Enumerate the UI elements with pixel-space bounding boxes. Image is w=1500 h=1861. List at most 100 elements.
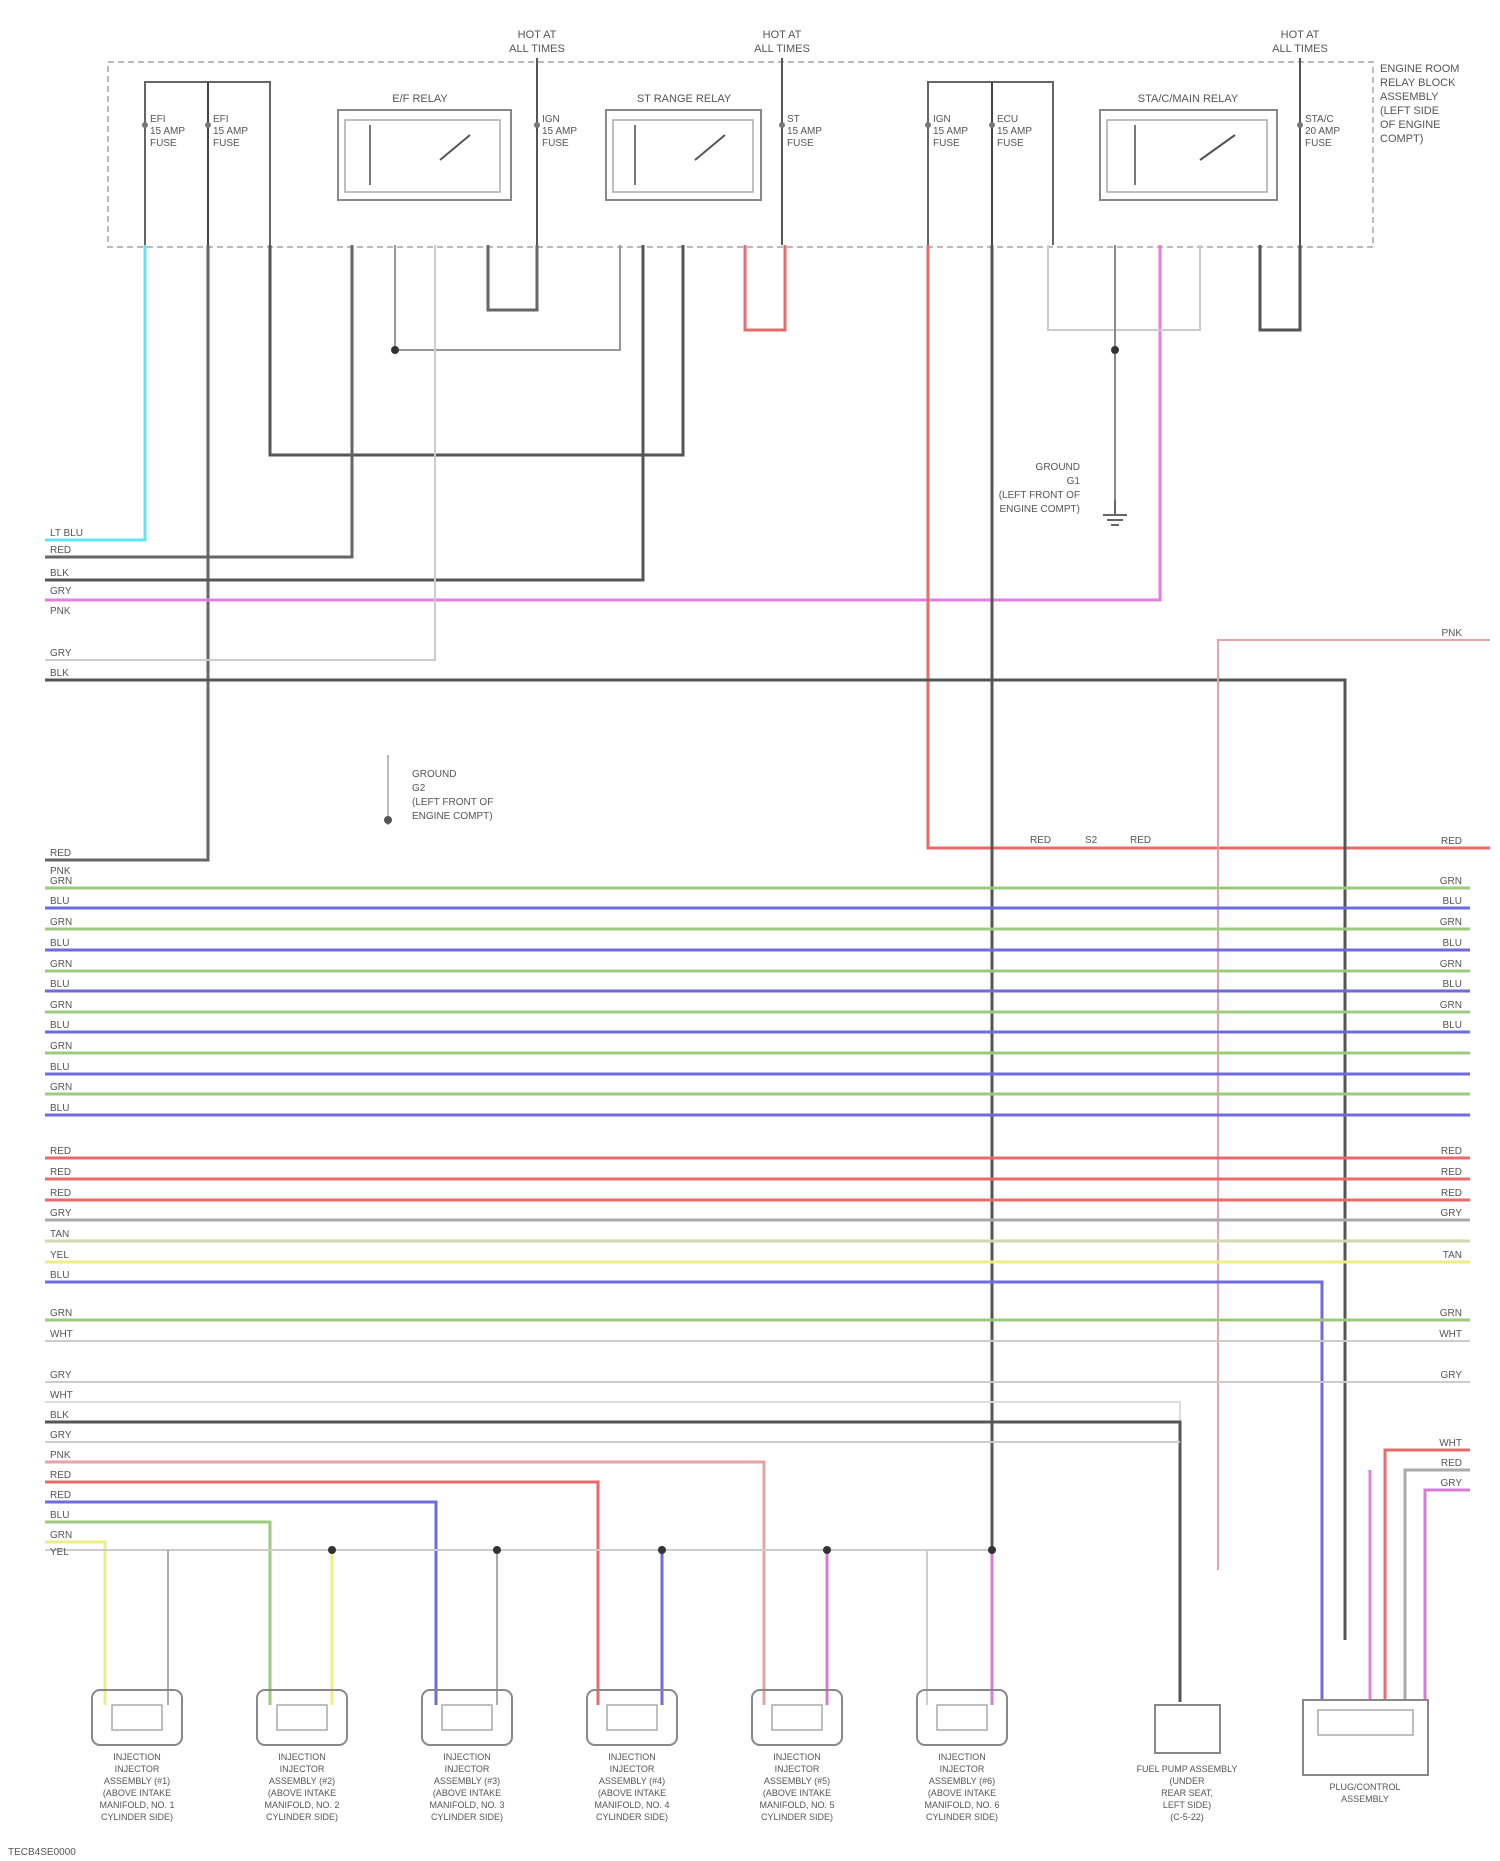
svg-text:BLU: BLU bbox=[1443, 979, 1462, 990]
svg-text:MANIFOLD, NO. 5: MANIFOLD, NO. 5 bbox=[759, 1800, 834, 1810]
relay-st-range: ST RANGE RELAY bbox=[606, 93, 761, 200]
svg-text:G2: G2 bbox=[412, 783, 426, 794]
svg-text:RED: RED bbox=[50, 1167, 71, 1178]
svg-text:MANIFOLD, NO. 4: MANIFOLD, NO. 4 bbox=[594, 1800, 669, 1810]
svg-text:(ABOVE INTAKE: (ABOVE INTAKE bbox=[763, 1788, 831, 1798]
ground-g2: GROUND G2 (LEFT FRONT OF ENGINE COMPT) bbox=[384, 755, 493, 825]
svg-text:FUSE: FUSE bbox=[150, 138, 177, 149]
svg-text:MANIFOLD, NO. 1: MANIFOLD, NO. 1 bbox=[99, 1800, 174, 1810]
svg-text:INJECTION: INJECTION bbox=[608, 1752, 656, 1762]
svg-text:BLU: BLU bbox=[50, 938, 69, 949]
svg-text:GROUND: GROUND bbox=[1036, 462, 1080, 473]
svg-text:ASSEMBLY (#6): ASSEMBLY (#6) bbox=[929, 1776, 995, 1786]
svg-text:FUSE: FUSE bbox=[542, 138, 569, 149]
svg-text:GRN: GRN bbox=[1440, 1000, 1462, 1011]
svg-text:FUEL PUMP ASSEMBLY: FUEL PUMP ASSEMBLY bbox=[1137, 1764, 1238, 1774]
svg-text:RED: RED bbox=[1441, 1458, 1462, 1469]
svg-text:MANIFOLD, NO. 2: MANIFOLD, NO. 2 bbox=[264, 1800, 339, 1810]
svg-text:GRY: GRY bbox=[50, 1208, 72, 1219]
svg-text:MANIFOLD, NO. 6: MANIFOLD, NO. 6 bbox=[924, 1800, 999, 1810]
svg-text:(ABOVE INTAKE: (ABOVE INTAKE bbox=[103, 1788, 171, 1798]
svg-text:15 AMP: 15 AMP bbox=[997, 126, 1032, 137]
svg-text:TAN: TAN bbox=[50, 1229, 69, 1240]
relay-sta-main: STA/C/MAIN RELAY bbox=[1100, 93, 1277, 200]
svg-text:RED: RED bbox=[1441, 1146, 1462, 1157]
svg-text:BLK: BLK bbox=[50, 668, 69, 679]
svg-text:REAR SEAT,: REAR SEAT, bbox=[1161, 1788, 1213, 1798]
svg-text:STA/C: STA/C bbox=[1305, 114, 1334, 125]
svg-text:INJECTOR: INJECTOR bbox=[115, 1764, 160, 1774]
ground-g1: GROUND G1 (LEFT FRONT OF ENGINE COMPT) bbox=[999, 462, 1127, 525]
svg-text:BLU: BLU bbox=[50, 979, 69, 990]
svg-text:GRN: GRN bbox=[50, 1000, 72, 1011]
svg-text:GROUND: GROUND bbox=[412, 769, 456, 780]
svg-text:RELAY BLOCK: RELAY BLOCK bbox=[1380, 77, 1456, 89]
svg-text:FUSE: FUSE bbox=[787, 138, 814, 149]
fuel-pump-assembly: FUEL PUMP ASSEMBLY (UNDER REAR SEAT, LEF… bbox=[1137, 1705, 1238, 1822]
svg-text:GRN: GRN bbox=[1440, 1308, 1462, 1319]
svg-text:MANIFOLD, NO. 3: MANIFOLD, NO. 3 bbox=[429, 1800, 504, 1810]
svg-text:G1: G1 bbox=[1067, 476, 1081, 487]
svg-text:GRY: GRY bbox=[50, 1430, 72, 1441]
svg-text:BLU: BLU bbox=[50, 1103, 69, 1114]
svg-text:INJECTOR: INJECTOR bbox=[775, 1764, 820, 1774]
svg-text:YEL: YEL bbox=[50, 1250, 69, 1261]
svg-text:S2: S2 bbox=[1085, 835, 1098, 846]
svg-text:FUSE: FUSE bbox=[997, 138, 1024, 149]
svg-text:ST: ST bbox=[787, 114, 800, 125]
svg-text:GRN: GRN bbox=[50, 1041, 72, 1052]
svg-text:ASSEMBLY (#2): ASSEMBLY (#2) bbox=[269, 1776, 335, 1786]
left-wire-labels-group3: GRN WHT bbox=[50, 1308, 73, 1340]
svg-text:LT BLU: LT BLU bbox=[50, 528, 83, 539]
svg-text:HOT AT: HOT AT bbox=[1281, 29, 1320, 41]
svg-text:FUSE: FUSE bbox=[1305, 138, 1332, 149]
svg-text:WHT: WHT bbox=[50, 1329, 73, 1340]
svg-text:CYLINDER SIDE): CYLINDER SIDE) bbox=[761, 1812, 833, 1822]
svg-text:OF ENGINE: OF ENGINE bbox=[1380, 119, 1441, 131]
svg-text:(ABOVE INTAKE: (ABOVE INTAKE bbox=[268, 1788, 336, 1798]
svg-text:EFI: EFI bbox=[150, 114, 166, 125]
svg-text:IGN: IGN bbox=[542, 114, 560, 125]
svg-text:LEFT SIDE): LEFT SIDE) bbox=[1163, 1800, 1211, 1810]
svg-text:PLUG/CONTROL: PLUG/CONTROL bbox=[1329, 1782, 1400, 1792]
injector-4: INJECTION INJECTOR ASSEMBLY (#4) (ABOVE … bbox=[587, 1690, 677, 1822]
svg-text:RED: RED bbox=[50, 1490, 71, 1501]
svg-text:BLU: BLU bbox=[50, 896, 69, 907]
svg-text:(ABOVE INTAKE: (ABOVE INTAKE bbox=[433, 1788, 501, 1798]
svg-text:ST RANGE RELAY: ST RANGE RELAY bbox=[637, 93, 732, 105]
svg-text:INJECTOR: INJECTOR bbox=[610, 1764, 655, 1774]
svg-text:WHT: WHT bbox=[1439, 1438, 1462, 1449]
hot-label-2: HOT AT ALL TIMES bbox=[754, 29, 810, 55]
svg-text:IGN: IGN bbox=[933, 114, 951, 125]
svg-text:RED: RED bbox=[1441, 836, 1462, 847]
svg-text:RED: RED bbox=[50, 1470, 71, 1481]
svg-text:20 AMP: 20 AMP bbox=[1305, 126, 1340, 137]
svg-text:GRN: GRN bbox=[50, 876, 72, 887]
injector-2: INJECTION INJECTOR ASSEMBLY (#2) (ABOVE … bbox=[257, 1690, 347, 1822]
svg-text:(LEFT FRONT OF: (LEFT FRONT OF bbox=[999, 490, 1080, 501]
svg-text:INJECTION: INJECTION bbox=[113, 1752, 161, 1762]
svg-text:GRN: GRN bbox=[50, 1308, 72, 1319]
svg-text:GRY: GRY bbox=[50, 586, 72, 597]
svg-text:RED: RED bbox=[1030, 835, 1051, 846]
junction-block-label: ENGINE ROOM RELAY BLOCK ASSEMBLY (LEFT S… bbox=[1380, 63, 1459, 145]
svg-text:HOT AT: HOT AT bbox=[518, 29, 557, 41]
svg-text:ENGINE COMPT): ENGINE COMPT) bbox=[999, 504, 1080, 515]
svg-text:15 AMP: 15 AMP bbox=[933, 126, 968, 137]
svg-text:15 AMP: 15 AMP bbox=[542, 126, 577, 137]
svg-text:GRY: GRY bbox=[1441, 1478, 1463, 1489]
svg-text:GRN: GRN bbox=[1440, 876, 1462, 887]
svg-text:GRY: GRY bbox=[1441, 1208, 1463, 1219]
svg-text:ENGINE COMPT): ENGINE COMPT) bbox=[412, 811, 493, 822]
svg-text:EFI: EFI bbox=[213, 114, 229, 125]
svg-text:BLK: BLK bbox=[50, 568, 69, 579]
svg-text:RED: RED bbox=[50, 1146, 71, 1157]
splice-s2: RED S2 RED bbox=[1030, 835, 1151, 846]
svg-text:ASSEMBLY (#1): ASSEMBLY (#1) bbox=[104, 1776, 170, 1786]
svg-text:GRY: GRY bbox=[50, 648, 72, 659]
left-wire-labels-group2: RED RED RED GRY TAN YEL BLU bbox=[50, 1146, 72, 1281]
hot-label-1: HOT AT ALL TIMES bbox=[509, 29, 565, 55]
svg-text:E/F RELAY: E/F RELAY bbox=[392, 93, 448, 105]
